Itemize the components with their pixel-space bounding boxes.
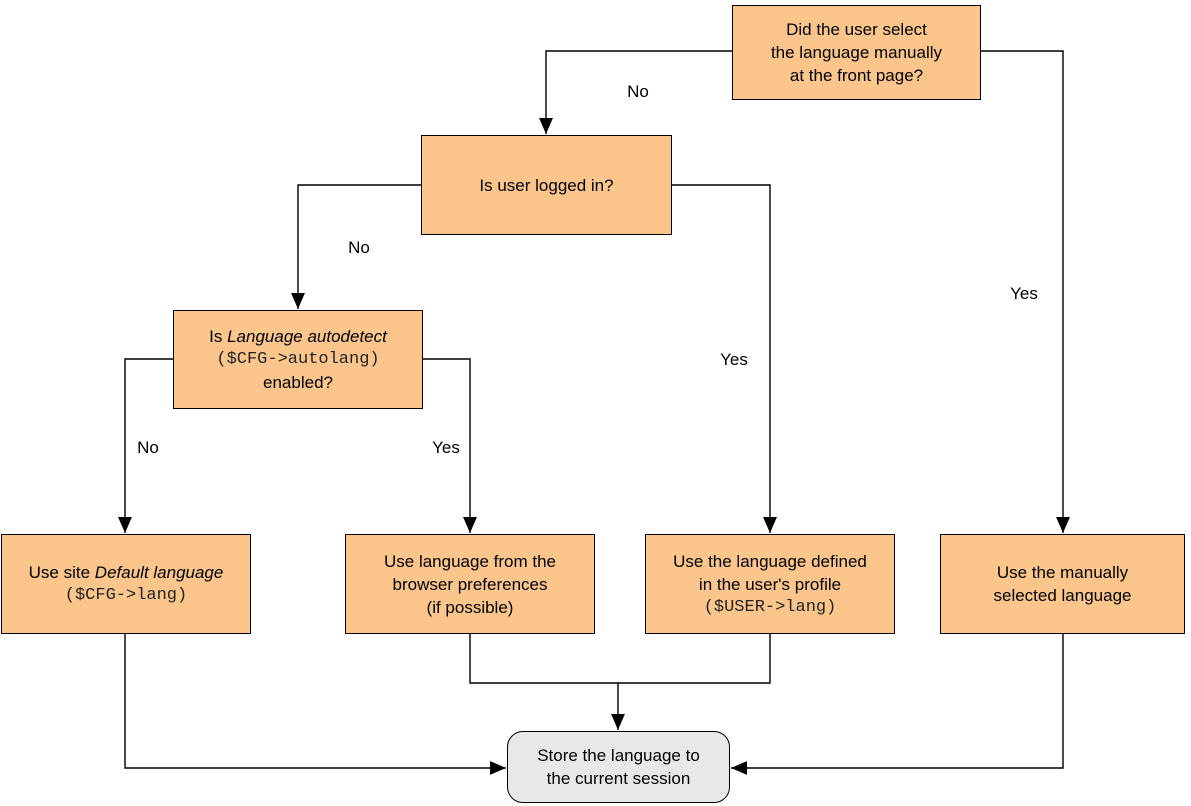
edge-autodetect-yes-to-browser (423, 358, 477, 533)
node-profile-language-result: Use the language defined in the user's p… (645, 534, 895, 634)
node-text-line: Use the manually (996, 563, 1129, 582)
italic-term: Default language (94, 563, 224, 582)
edge-front-yes-to-manual (981, 50, 1070, 533)
edge-label-autodetect-no: No (137, 438, 159, 457)
edge-label-logged-yes: Yes (720, 350, 748, 369)
edge-logged-no-to-autodetect (291, 184, 421, 309)
edge-label-front-yes: Yes (1010, 284, 1038, 303)
edge-manual-to-store (731, 634, 1064, 775)
node-text-line: at the front page? (789, 66, 924, 85)
node-text-line: Is Language autodetect (209, 327, 387, 346)
edge-front-no-to-logged (539, 50, 732, 134)
edge-autodetect-no-to-default (118, 358, 173, 533)
edge-label-front-no: No (627, 82, 649, 101)
node-text-line: selected language (993, 586, 1132, 605)
node-code-line: ($CFG->lang) (64, 586, 188, 605)
node-text-line: Use language from the (384, 551, 556, 571)
edge-logged-yes-to-profile (672, 184, 777, 533)
node-logged-in-question: Is user logged in? (421, 135, 672, 235)
node-text-line: the language manually (770, 43, 943, 62)
edge-default-to-store (124, 634, 506, 775)
node-text-line: Is user logged in? (479, 175, 614, 195)
edge-label-logged-no: No (348, 238, 370, 257)
node-text-line: Use the language defined (673, 551, 867, 571)
node-text-line: browser preferences (392, 574, 548, 594)
edge-label-autodetect-yes: Yes (432, 438, 460, 457)
node-front-page-question: Did the user select the language manuall… (732, 5, 981, 100)
node-text-line: (if possible) (426, 597, 514, 617)
node-default-language-result: Use site Default language ($CFG->lang) (1, 534, 251, 634)
node-text-line: Did the user select (786, 20, 927, 39)
node-text-line: in the user's profile (698, 574, 842, 594)
node-manual-language-result: Use the manually selected language (940, 534, 1185, 634)
edge-profile-to-merge (618, 634, 771, 684)
node-code-line: ($USER->lang) (703, 597, 837, 617)
edge-browser-to-merge (469, 634, 618, 684)
node-text-line: Use site Default language (28, 563, 224, 582)
node-text-line: enabled? (263, 373, 333, 392)
italic-term: Language autodetect (227, 327, 387, 346)
node-text-line: the current session (546, 769, 691, 788)
node-browser-language-result: Use language from the browser preference… (345, 534, 595, 634)
node-store-session-terminal: Store the language to the current sessio… (507, 731, 730, 803)
node-code-line: ($CFG->autolang) (216, 350, 380, 369)
node-autodetect-question: Is Language autodetect ($CFG->autolang) … (173, 310, 423, 409)
node-text-line: Store the language to (537, 746, 700, 765)
